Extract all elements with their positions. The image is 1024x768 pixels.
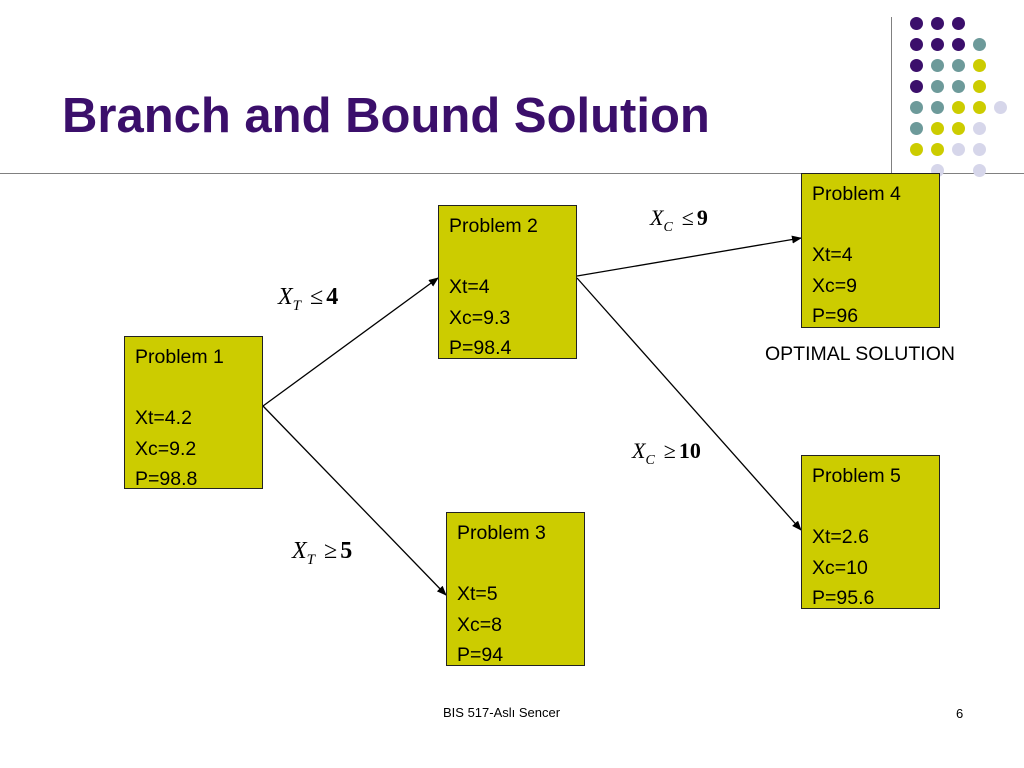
decorative-dot <box>952 17 965 30</box>
node-xt-value: Xt=4.2 <box>135 407 192 429</box>
node-problem-1: Problem 1 Xt=4.2 Xc=9.2 P=98.8 <box>124 336 263 490</box>
horizontal-rule <box>0 173 1024 174</box>
decorative-dot <box>952 101 965 114</box>
edge-label-xc-le-9: XC≤9 <box>649 205 708 235</box>
node-xc-value: Xc=9.2 <box>135 437 197 460</box>
node-problem-3: Problem 3 Xt=5 Xc=8 P=94 <box>446 512 585 666</box>
node-xc-value: Xc=10 <box>812 556 868 579</box>
node-problem-5: Problem 5 Xt=2.6 Xc=10 P=95.6 <box>801 455 940 609</box>
node-title: Problem 5 <box>812 465 901 487</box>
decorative-dot <box>910 38 923 51</box>
decorative-dot <box>973 122 986 135</box>
optimal-solution-label: OPTIMAL SOLUTION <box>765 343 955 365</box>
decorative-dot <box>973 101 986 114</box>
vertical-rule <box>891 17 892 174</box>
decorative-dot <box>910 59 923 72</box>
node-p-value: P=98.4 <box>449 337 512 359</box>
decorative-dot <box>952 80 965 93</box>
decorative-dot <box>910 143 923 156</box>
node-p-value: P=94 <box>457 644 504 666</box>
node-title: Problem 3 <box>457 522 546 544</box>
decorative-dot <box>952 143 965 156</box>
decorative-dot <box>973 143 986 156</box>
edge-label-xt-ge-5: XT≥5 <box>291 538 352 568</box>
decorative-dot <box>973 38 986 51</box>
decorative-dot <box>952 122 965 135</box>
page-number: 6 <box>956 706 964 721</box>
node-p-value: P=95.6 <box>812 587 875 609</box>
decorative-dot <box>973 59 986 72</box>
edge-p1-p3 <box>262 405 447 596</box>
decorative-dot <box>994 101 1007 114</box>
node-xc-value: Xc=9 <box>812 274 857 297</box>
decorative-dot <box>952 38 965 51</box>
slide-title: Branch and Bound Solution <box>62 89 710 143</box>
decorative-dot <box>931 80 944 93</box>
decorative-dot <box>910 17 923 30</box>
node-xt-value: Xt=4 <box>812 244 853 266</box>
decorative-dot <box>931 143 944 156</box>
edge-label-xt-le-4: XT≤4 <box>277 284 338 314</box>
decorative-dot <box>973 80 986 93</box>
node-xt-value: Xt=5 <box>457 583 498 605</box>
decorative-dot <box>931 122 944 135</box>
edge-p2-p5 <box>576 277 802 531</box>
node-xt-value: Xt=4 <box>449 276 490 298</box>
edge-p1-p2 <box>262 277 439 407</box>
node-xc-value: Xc=9.3 <box>449 306 511 329</box>
decorative-dot <box>931 17 944 30</box>
node-title: Problem 2 <box>449 215 538 237</box>
edge-label-xc-ge-10: XC≥10 <box>631 438 701 468</box>
node-xc-value: Xc=8 <box>457 613 502 636</box>
decorative-dot <box>910 122 923 135</box>
node-title: Problem 4 <box>812 183 901 205</box>
node-title: Problem 1 <box>135 346 224 368</box>
node-problem-4: Problem 4 Xt=4 Xc=9 P=96 <box>801 173 940 328</box>
node-p-value: P=96 <box>812 305 859 327</box>
footer-text: BIS 517-Aslı Sencer <box>443 705 561 720</box>
decorative-dot <box>910 101 923 114</box>
decorative-dot <box>973 164 986 177</box>
node-p-value: P=98.8 <box>135 468 198 490</box>
node-problem-2: Problem 2 Xt=4 Xc=9.3 P=98.4 <box>438 205 577 359</box>
decorative-dot <box>931 101 944 114</box>
node-xt-value: Xt=2.6 <box>812 526 869 548</box>
decorative-dot <box>910 80 923 93</box>
decorative-dot <box>931 38 944 51</box>
decorative-dot <box>931 59 944 72</box>
decorative-dot <box>952 59 965 72</box>
edge-p2-p4 <box>576 235 802 277</box>
